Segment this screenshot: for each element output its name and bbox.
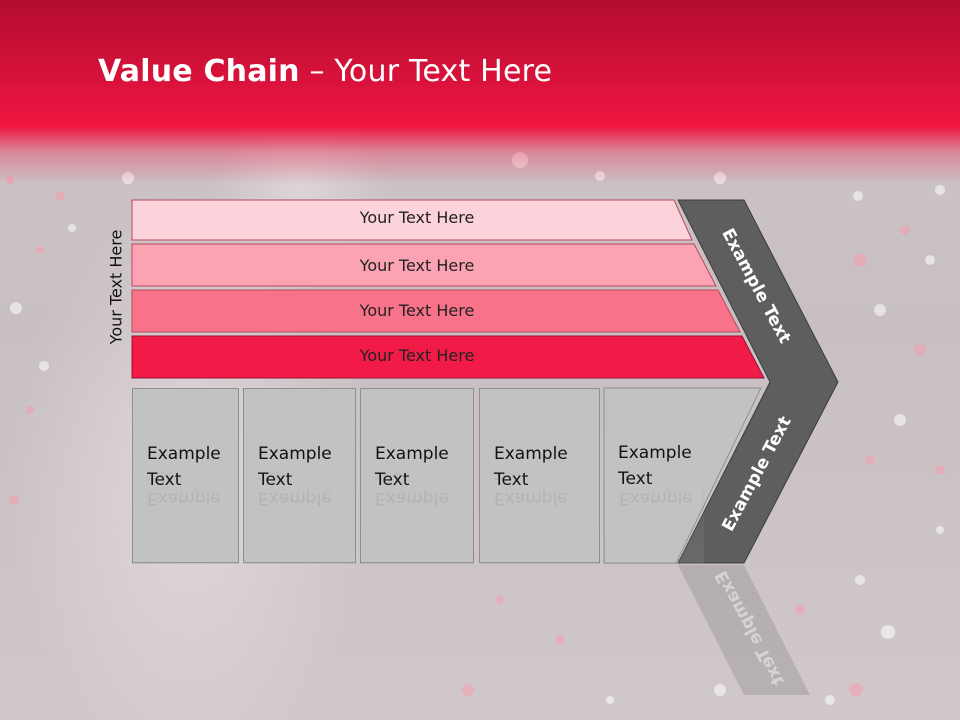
title-banner bbox=[0, 0, 960, 185]
support-band-2[interactable] bbox=[131, 243, 717, 287]
support-band-3[interactable] bbox=[131, 289, 741, 333]
slide-title[interactable]: Value Chain – Your Text Here bbox=[98, 54, 552, 89]
primary-box-1-reflection-label: Example Text bbox=[147, 462, 221, 508]
margin-chevron[interactable] bbox=[677, 199, 839, 564]
margin-chevron-reflection bbox=[678, 565, 810, 695]
primary-box-5-label: Example Text bbox=[618, 443, 692, 489]
primary-box-2-reflection-label: Example Text bbox=[258, 462, 332, 508]
support-band-1-label: Your Text Here bbox=[359, 208, 475, 227]
support-band-3-label: Your Text Here bbox=[359, 301, 475, 320]
primary-box-3-label: Example Text bbox=[375, 444, 449, 490]
last-box-slant bbox=[603, 387, 762, 564]
support-band-1[interactable] bbox=[131, 199, 693, 241]
support-band-4[interactable] bbox=[131, 335, 765, 379]
slide-title-rest: – Your Text Here bbox=[299, 54, 553, 89]
primary-box-3-reflection-label: Example Text bbox=[375, 462, 449, 508]
primary-box-2-label: Example Text bbox=[258, 444, 332, 490]
primary-box-4-label: Example Text bbox=[494, 444, 568, 490]
primary-box-4[interactable]: Example Text bbox=[479, 388, 600, 563]
primary-box-5-reflection: Example Text bbox=[604, 434, 704, 564]
support-band-2-label: Your Text Here bbox=[359, 256, 475, 275]
primary-box-5-reflection-label: Example Text bbox=[619, 462, 693, 508]
primary-box-4-reflection-label: Example Text bbox=[494, 462, 568, 508]
primary-box-2-reflection: Example Text bbox=[243, 434, 356, 564]
support-band-4-label: Your Text Here bbox=[359, 346, 475, 365]
primary-box-1[interactable]: Example Text bbox=[132, 388, 239, 563]
primary-box-3-reflection: Example Text bbox=[360, 434, 474, 564]
primary-box-3[interactable]: Example Text bbox=[360, 388, 474, 563]
primary-box-1-label: Example Text bbox=[147, 444, 221, 490]
slide-title-bold: Value Chain bbox=[98, 54, 300, 89]
primary-box-2[interactable]: Example Text bbox=[243, 388, 356, 563]
primary-box-1-reflection: Example Text bbox=[132, 434, 239, 564]
primary-box-5[interactable]: Example Text bbox=[604, 388, 692, 563]
primary-box-4-reflection: Example Text bbox=[479, 434, 600, 564]
